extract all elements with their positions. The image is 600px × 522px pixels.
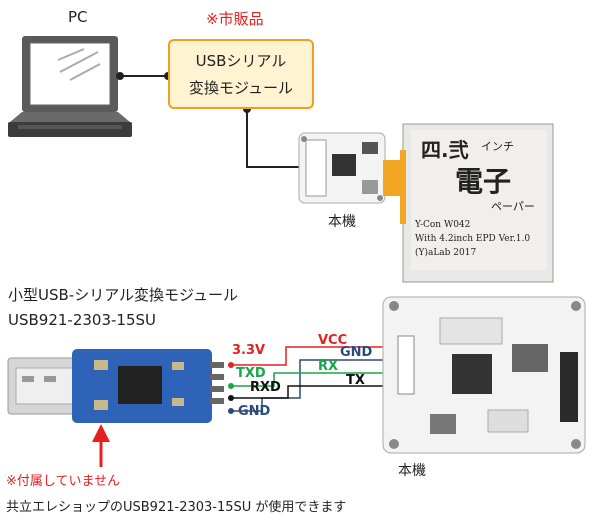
epd-kana1: インチ xyxy=(481,140,514,153)
usb-plug-icon xyxy=(7,357,87,415)
pin-label-gnd-right: GND xyxy=(340,345,373,360)
pin-label-rxd: RXD xyxy=(250,380,281,395)
epd-big-char: 電子 xyxy=(455,165,512,198)
small-usb-title: 小型USB-シリアル変換モジュール xyxy=(8,286,239,304)
converter-label-line2: 変換モジュール xyxy=(189,79,293,97)
laptop-icon xyxy=(8,36,132,137)
pin-label-gnd-left: GND xyxy=(238,404,271,419)
converter-label-line1: USBシリアル xyxy=(195,52,287,70)
epd-kana2: ペーパー xyxy=(491,200,535,213)
epd-line1: Y-Con W042 xyxy=(415,220,471,230)
arrow-up-icon xyxy=(92,424,110,467)
pin-label-txd: TXD xyxy=(236,366,266,381)
epd-panel xyxy=(400,123,554,283)
pin-label-vcc: VCC xyxy=(318,333,348,348)
not-included-note: ※付属していません xyxy=(6,474,121,489)
pin-label-tx: TX xyxy=(346,373,365,388)
unit-label-bottom: 本機 xyxy=(398,463,426,479)
footer-note: 共立エレショップのUSB921-2303-15SU が使用できます xyxy=(6,500,347,515)
unit-board-bottom xyxy=(382,296,586,454)
epd-line2: With 4.2inch EPD Ver.1.0 xyxy=(415,234,531,244)
commercial-notice: ※市販品 xyxy=(206,10,264,28)
converter-to-unit-line xyxy=(243,105,308,171)
pc-to-converter-line xyxy=(116,72,172,80)
usb-serial-converter-box: USBシリアル 変換モジュール xyxy=(168,39,314,109)
unit-label-top: 本機 xyxy=(328,214,356,230)
epd-line3: (Y)aLab 2017 xyxy=(415,248,477,258)
epd-panel-text: 四.弐 電子 インチ ペーパー Y-Con W042 With 4.2inch … xyxy=(413,132,545,268)
pin-label-rx: RX xyxy=(318,359,339,374)
epd-title: 四.弐 xyxy=(421,138,469,162)
pin-label-3v3: 3.3V xyxy=(232,343,266,358)
usb-serial-board xyxy=(72,349,224,423)
pc-label: PC xyxy=(68,8,88,26)
unit-board-top xyxy=(298,132,405,204)
small-usb-model: USB921-2303-15SU xyxy=(8,311,157,329)
